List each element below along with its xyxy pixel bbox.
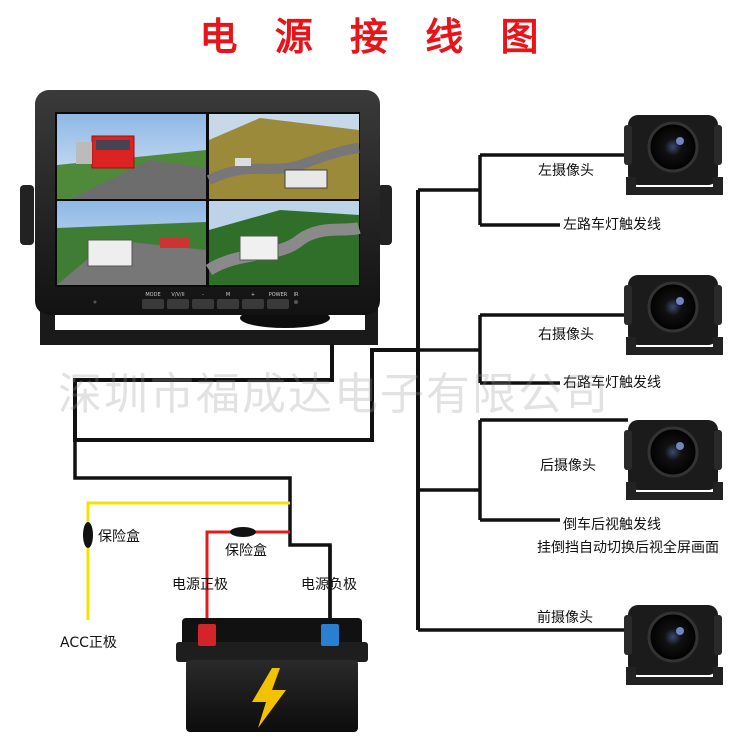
battery <box>176 618 368 732</box>
positive-fuse-label: 保险盒 <box>225 543 267 559</box>
mode-button-label: MODE <box>145 292 160 298</box>
acc-label: ACC正极 <box>60 635 117 651</box>
rear-trigger-label: 倒车后视触发线 <box>563 517 661 533</box>
negative-terminal <box>321 624 339 646</box>
menu-button-label: M <box>226 292 230 298</box>
right-camera-label: 右摄像头 <box>538 327 594 343</box>
minus-button[interactable] <box>192 299 214 309</box>
page-title: 电 源 接 线 图 <box>199 15 551 59</box>
plus-button[interactable] <box>242 299 264 309</box>
monitor: MODE V/V/II - M + POWER IR <box>20 90 392 345</box>
wiring <box>73 153 628 632</box>
view-button[interactable] <box>167 299 189 309</box>
front-camera-label: 前摄像头 <box>537 610 593 626</box>
camera-view-4 <box>205 201 361 285</box>
left-trigger-label: 左路车灯触发线 <box>563 217 661 233</box>
positive-wire <box>205 530 290 625</box>
acc-fuse <box>83 522 93 548</box>
positive-fuse <box>230 527 256 537</box>
camera-front <box>624 605 723 685</box>
positive-terminal <box>198 624 216 646</box>
menu-button[interactable] <box>217 299 239 309</box>
monitor-button-row: MODE V/V/II - M + POWER IR <box>93 292 299 309</box>
camera-view-3 <box>57 201 206 285</box>
monitor-bracket <box>40 300 378 345</box>
view-button-label: V/V/II <box>171 292 184 298</box>
mic-hole <box>93 300 97 304</box>
monitor-left-knob <box>20 185 34 245</box>
rear-trigger-note: 挂倒挡自动切换后视全屏画面 <box>537 540 719 556</box>
left-camera-label: 左摄像头 <box>538 163 594 179</box>
camera-left <box>624 115 723 195</box>
negative-label: 电源负极 <box>301 577 357 593</box>
positive-label: 电源正极 <box>172 577 228 593</box>
ir-sensor-label: IR <box>294 292 299 298</box>
minus-button-label: - <box>202 292 204 298</box>
power-button-label: POWER <box>269 292 288 298</box>
lightning-bolt-icon <box>252 668 286 728</box>
ir-sensor <box>294 300 298 304</box>
camera-right <box>624 275 723 355</box>
right-trigger-label: 右路车灯触发线 <box>563 375 661 391</box>
camera-view-2 <box>206 114 360 199</box>
rear-camera-label: 后摄像头 <box>540 458 596 474</box>
mode-button[interactable] <box>142 299 164 309</box>
plus-button-label: + <box>251 292 255 298</box>
camera-rear <box>624 420 723 500</box>
acc-wire <box>86 501 290 620</box>
acc-fuse-label: 保险盒 <box>98 529 140 545</box>
camera-view-1 <box>57 114 206 199</box>
power-button[interactable] <box>267 299 289 309</box>
watermark: 深圳市福成达电子有限公司 <box>58 369 610 420</box>
monitor-right-knob <box>378 185 392 245</box>
